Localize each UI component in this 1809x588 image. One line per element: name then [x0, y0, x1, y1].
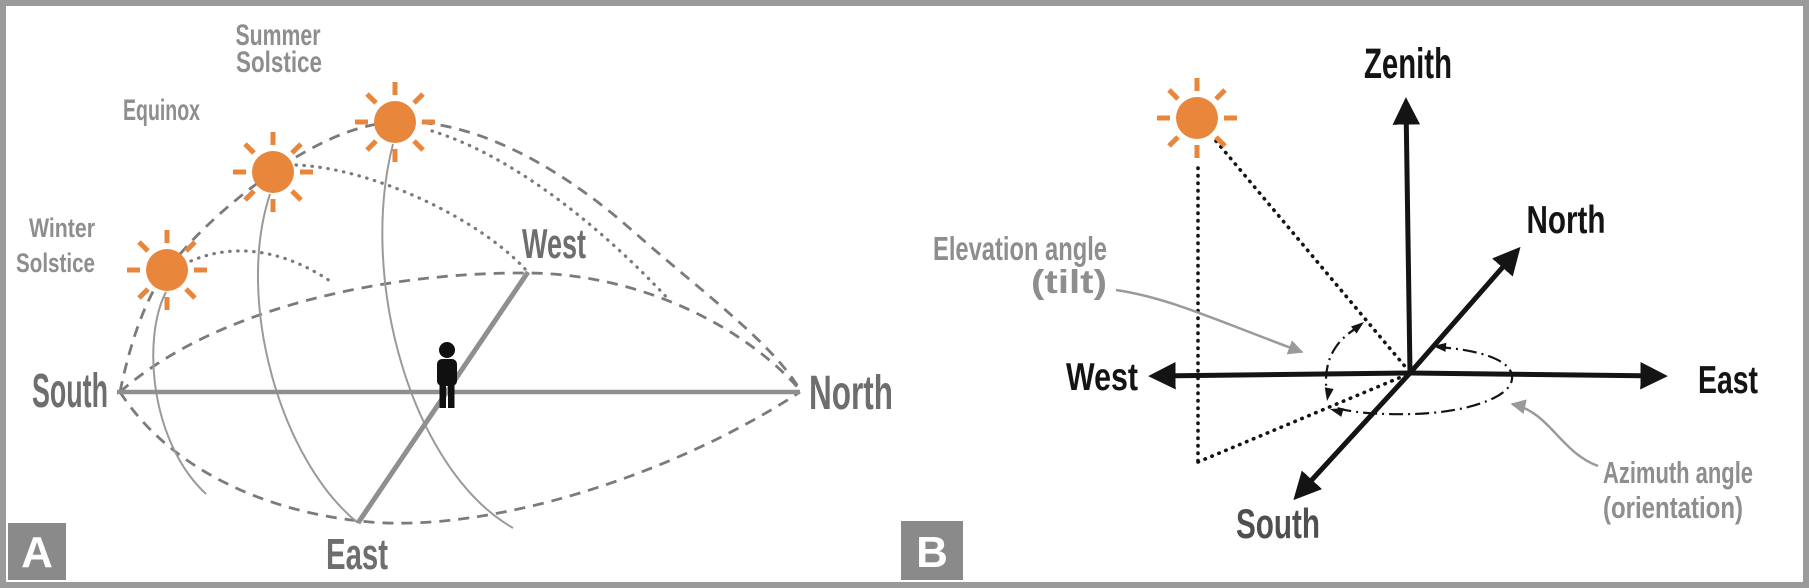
panel-b-badge-letter: B [916, 528, 948, 577]
person-icon [437, 342, 457, 408]
elevation-arc-lower-arrow [1324, 387, 1334, 401]
panel-a: Summer Solstice Equinox Winter Solstice … [8, 19, 893, 580]
equinox-sun-icon [233, 132, 313, 212]
west-axis [1148, 362, 1411, 390]
azimuth-ellipse-start-arrow [1433, 342, 1447, 352]
east-axis [1409, 362, 1668, 390]
zenith-axis [1392, 97, 1421, 374]
south-label-a: South [32, 365, 108, 418]
panel-a-badge-letter: A [21, 528, 53, 577]
east-label-b: East [1698, 359, 1758, 402]
west-label-b: West [1066, 356, 1138, 399]
sun-to-origin-line [1214, 139, 1410, 372]
summer-solstice-setting-path [430, 129, 672, 303]
ground-circle-back [119, 271, 802, 394]
ground-circle-front [118, 390, 801, 525]
elevation-angle-label-line2: (tilt) [1031, 263, 1107, 300]
sky-dome-outline [118, 120, 802, 393]
winter-solstice-sun-icon [127, 230, 207, 310]
south-axis [1293, 371, 1412, 501]
north-label-b: North [1527, 199, 1606, 242]
equinox-setting-path [294, 163, 527, 271]
west-label-a: West [522, 220, 586, 267]
azimuth-angle-ellipse [1333, 345, 1514, 416]
north-label-a: North [809, 367, 893, 420]
winter-solstice-label-line1: Winter [29, 213, 95, 243]
elevation-leader-line [1115, 288, 1304, 355]
summer-solstice-sun-icon [355, 82, 435, 162]
elevation-angle-arc [1324, 325, 1361, 395]
zenith-label: Zenith [1364, 40, 1452, 88]
azimuth-angle-label-line2: (orientation) [1603, 490, 1743, 525]
winter-solstice-label-line2: Solstice [16, 248, 95, 278]
winter-solstice-setting-path [189, 249, 335, 285]
sun-icon-b [1157, 78, 1237, 158]
elevation-angle-label-line1: Elevation angle [933, 230, 1107, 267]
ground-projection-line [1196, 373, 1408, 464]
equinox-label: Equinox [123, 94, 200, 127]
azimuth-ellipse-end-arrow [1330, 408, 1344, 417]
north-axis [1408, 246, 1521, 375]
summer-solstice-rising-path [381, 143, 514, 529]
elevation-arc-upper-arrow [1350, 322, 1364, 334]
diagram-canvas: Summer Solstice Equinox Winter Solstice … [8, 19, 1758, 580]
azimuth-leader-line [1510, 399, 1599, 468]
summer-solstice-label-line1: Summer [236, 19, 321, 52]
summer-solstice-label-line2: Solstice [236, 46, 322, 79]
equinox-rising-path [257, 193, 359, 524]
south-label-b: South [1236, 500, 1320, 547]
azimuth-angle-label-line1: Azimuth angle [1603, 455, 1753, 490]
panel-a-badge [8, 523, 66, 580]
east-label-a: East [326, 530, 388, 579]
panel-b: Zenith North East West South Elevation a… [901, 40, 1758, 580]
panel-b-badge [901, 521, 963, 580]
